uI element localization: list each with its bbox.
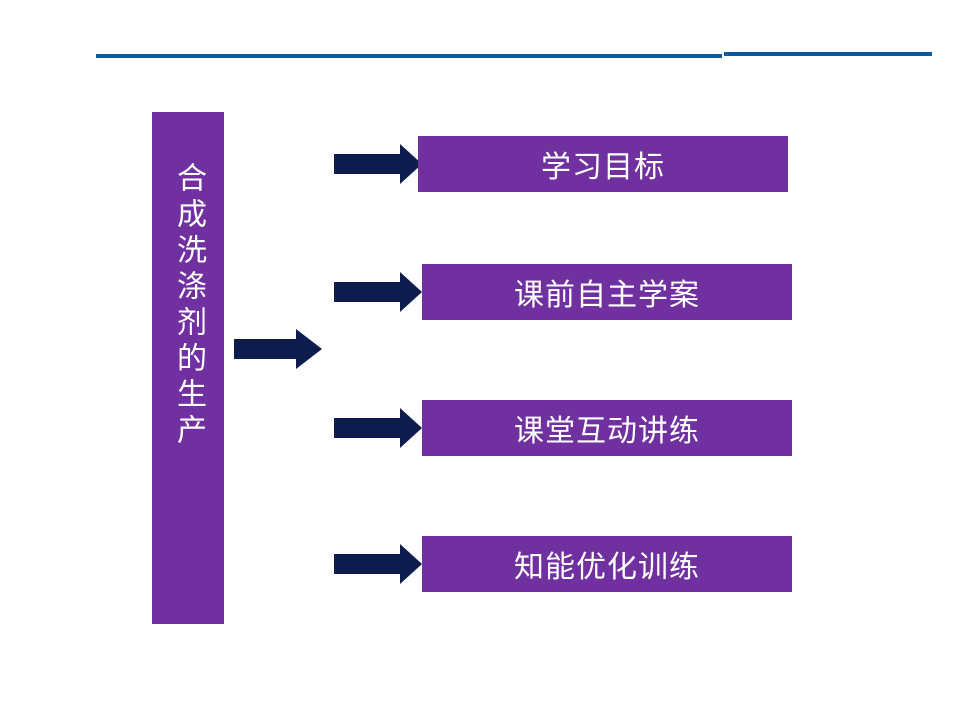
topic-label: 课前自主学案	[514, 278, 700, 313]
branch-arrow-icon	[334, 144, 424, 184]
header-rule-right	[724, 52, 932, 56]
topic-label: 知能优化训练	[514, 550, 700, 585]
header-rule-left	[96, 54, 722, 58]
diagram-title: 合成洗涤剂的生产	[171, 162, 206, 450]
branch-arrow-icon	[334, 544, 424, 584]
topic-box-optimization-training[interactable]: 知能优化训练	[422, 536, 792, 592]
branch-arrow-icon	[334, 408, 424, 448]
branch-arrow-icon	[334, 272, 424, 312]
topic-label: 课堂互动讲练	[514, 414, 700, 449]
topic-box-learning-goals[interactable]: 学习目标	[418, 136, 788, 192]
topic-box-preclass-plan[interactable]: 课前自主学案	[422, 264, 792, 320]
title-panel: 合成洗涤剂的生产	[152, 112, 224, 624]
topic-label: 学习目标	[541, 150, 665, 185]
header-rule	[96, 52, 932, 58]
main-arrow-icon	[234, 329, 324, 369]
topic-box-class-interaction[interactable]: 课堂互动讲练	[422, 400, 792, 456]
